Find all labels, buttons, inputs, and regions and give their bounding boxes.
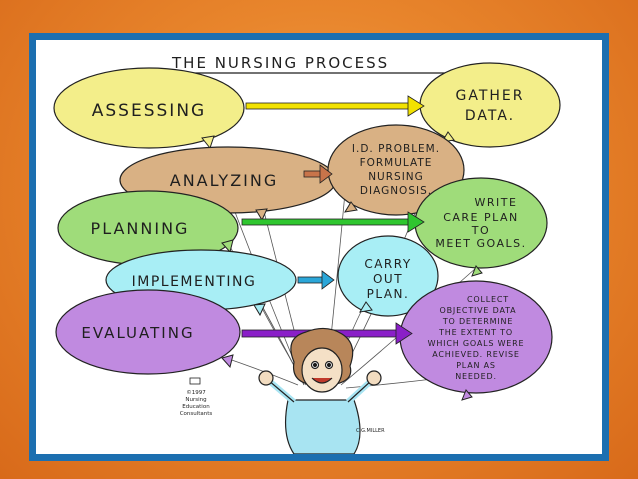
result-evaluating-line-6: ACHIEVED. REVISE	[432, 350, 520, 359]
result-planning-line-3: TO	[471, 224, 490, 237]
result-analyzing-line-2: FORMULATE	[360, 157, 433, 169]
result-assessing-line-1: GATHER	[456, 88, 525, 104]
copyright-line-2: Nursing	[185, 397, 206, 403]
result-evaluating-line-3: TO DETERMINE	[442, 317, 513, 326]
result-planning-line-2: CARE PLAN	[443, 211, 519, 224]
nursing-process-illustration: THE NURSING PROCESS ASSESSING ANALYZING	[53, 54, 561, 454]
balloon-evaluating: EVALUATING	[55, 289, 241, 375]
balloon-planning: PLANNING	[57, 190, 239, 266]
step-label-planning: PLANNING	[91, 219, 190, 238]
balloon-collect-data: COLLECT OBJECTIVE DATA TO DETERMINE THE …	[399, 280, 553, 401]
copyright-line-3: Education	[182, 404, 210, 410]
result-evaluating-line-2: OBJECTIVE DATA	[440, 306, 517, 315]
result-implementing-line-2: OUT	[373, 272, 403, 286]
slide-canvas: THE NURSING PROCESS ASSESSING ANALYZING	[36, 40, 602, 454]
result-evaluating-line-1: COLLECT	[467, 295, 509, 304]
arrow-implementing	[297, 270, 335, 290]
result-analyzing-line-1: I.D. PROBLEM.	[352, 143, 440, 155]
result-evaluating-line-8: NEEDED.	[455, 372, 497, 381]
step-label-evaluating: EVALUATING	[81, 324, 194, 342]
result-implementing-line-1: CARRY	[364, 257, 411, 271]
balloon-care-plan: WRITE CARE PLAN TO MEET GOALS.	[414, 177, 548, 277]
result-assessing-line-2: DATA.	[465, 108, 515, 124]
arrow-assessing	[245, 95, 425, 117]
result-analyzing-line-4: DIAGNOSIS.	[360, 185, 432, 197]
result-planning-line-1: WRITE	[475, 196, 518, 209]
copyright-line-4: Consultants	[180, 411, 213, 417]
balloon-diagnosis: I.D. PROBLEM. FORMULATE NURSING DIAGNOSI…	[327, 124, 465, 216]
result-analyzing-line-3: NURSING	[368, 171, 424, 183]
balloon-gather-data: GATHER DATA.	[419, 62, 561, 148]
balloon-assessing: ASSESSING	[53, 67, 245, 150]
arrow-analyzing	[303, 164, 333, 184]
step-label-analyzing: ANALYZING	[170, 171, 278, 190]
result-evaluating-line-5: WHICH GOALS WERE	[428, 339, 525, 348]
step-label-assessing: ASSESSING	[92, 101, 206, 121]
balloon-carry-out: CARRY OUT PLAN.	[337, 235, 439, 317]
result-evaluating-line-4: THE EXTENT TO	[438, 328, 513, 337]
copyright-note: ©1997 Nursing Education Consultants	[180, 377, 213, 417]
result-implementing-line-3: PLAN.	[367, 287, 410, 301]
copyright-line-1: ©1997	[186, 389, 206, 396]
arrow-planning	[241, 211, 425, 233]
artist-signature: C.G.MILLER	[356, 428, 385, 434]
result-planning-line-4: MEET GOALS.	[435, 237, 526, 250]
result-evaluating-line-7: PLAN AS	[456, 361, 496, 370]
diagram-title: THE NURSING PROCESS	[171, 54, 389, 72]
step-label-implementing: IMPLEMENTING	[132, 274, 257, 290]
nurse-figure-illustration	[258, 327, 382, 454]
